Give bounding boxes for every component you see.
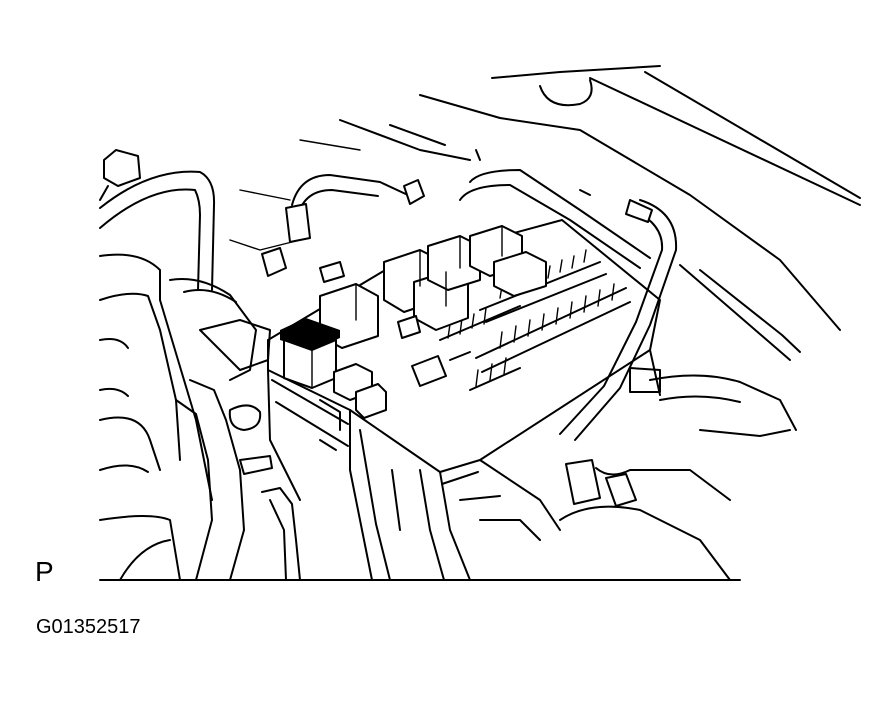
figure-code-label: G01352517 [36, 616, 141, 638]
cowl-lines [300, 120, 590, 195]
view-letter-label: P [35, 556, 54, 587]
hood-edge-lines [420, 66, 860, 360]
relays [320, 226, 546, 348]
right-hose [460, 375, 796, 580]
target-relay [280, 318, 340, 388]
harness-connectors [262, 180, 660, 506]
fuse-relay-block [268, 220, 660, 580]
block-sockets [320, 316, 446, 450]
